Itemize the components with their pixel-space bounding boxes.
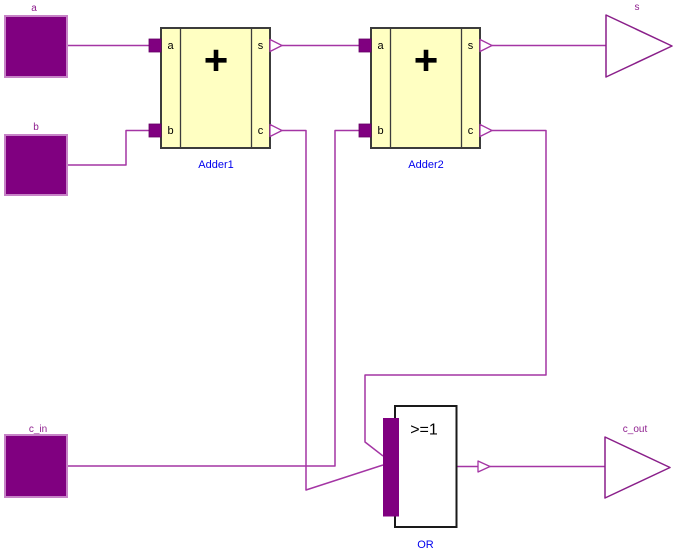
output-s-label: s xyxy=(635,2,640,13)
wire-cin-to-adder2-b[interactable] xyxy=(67,129,359,467)
input-a-label: a xyxy=(31,3,37,14)
adder1-block: + a b s c Adder1 xyxy=(148,27,283,171)
or-gate-input-bar[interactable] xyxy=(383,418,399,517)
input-c-in-label: c_in xyxy=(29,424,47,435)
adder2-output-c-chevron-icon[interactable] xyxy=(479,123,493,138)
adder2-plus-icon: + xyxy=(414,37,439,84)
or-gate-symbol: >=1 xyxy=(410,422,438,439)
adder2-port-s-letter: s xyxy=(468,40,474,52)
adder2-port-c-letter: c xyxy=(468,125,474,137)
adder2-name: Adder2 xyxy=(408,159,443,171)
adder1-port-c-letter: c xyxy=(258,125,264,137)
output-c-out-label: c_out xyxy=(623,424,648,435)
adder1-port-b-letter: b xyxy=(167,125,173,137)
adder2-port-a-letter: a xyxy=(377,40,384,52)
adder1-output-c-chevron-icon[interactable] xyxy=(269,123,283,138)
adder1-port-b[interactable] xyxy=(148,123,162,138)
adder2-port-b[interactable] xyxy=(358,123,372,138)
input-c-in-square[interactable] xyxy=(4,434,68,498)
wire-adder2-c-to-or[interactable] xyxy=(364,129,547,457)
input-c-in: c_in xyxy=(4,424,68,498)
output-c-out-triangle[interactable] xyxy=(604,436,671,499)
adder1-output-s-chevron-icon[interactable] xyxy=(269,38,283,53)
input-a-square[interactable] xyxy=(4,15,68,78)
or-gate-block: >=1 OR xyxy=(383,405,491,551)
or-gate-name: OR xyxy=(417,539,434,551)
wire-adder1-c-to-or[interactable] xyxy=(282,129,384,491)
adder2-port-b-letter: b xyxy=(377,125,383,137)
adder1-name: Adder1 xyxy=(198,159,233,171)
input-b-label: b xyxy=(33,122,39,133)
input-a: a xyxy=(4,3,68,78)
adder2-port-a[interactable] xyxy=(358,38,372,53)
output-c-out: c_out xyxy=(604,424,671,499)
adder1-plus-icon: + xyxy=(204,37,229,84)
wire-b-to-adder1-b[interactable] xyxy=(67,129,149,166)
output-s: s xyxy=(605,2,673,78)
adder2-block: + a b s c Adder2 xyxy=(358,27,493,171)
adder2-output-s-chevron-icon[interactable] xyxy=(479,38,493,53)
adder1-port-s-letter: s xyxy=(258,40,264,52)
input-b: b xyxy=(4,122,68,196)
or-gate-body[interactable] xyxy=(394,405,458,528)
adder1-port-a[interactable] xyxy=(148,38,162,53)
output-s-triangle[interactable] xyxy=(605,14,673,78)
or-gate-output-chevron-icon[interactable] xyxy=(477,460,491,473)
input-b-square[interactable] xyxy=(4,134,68,196)
adder1-port-a-letter: a xyxy=(167,40,174,52)
